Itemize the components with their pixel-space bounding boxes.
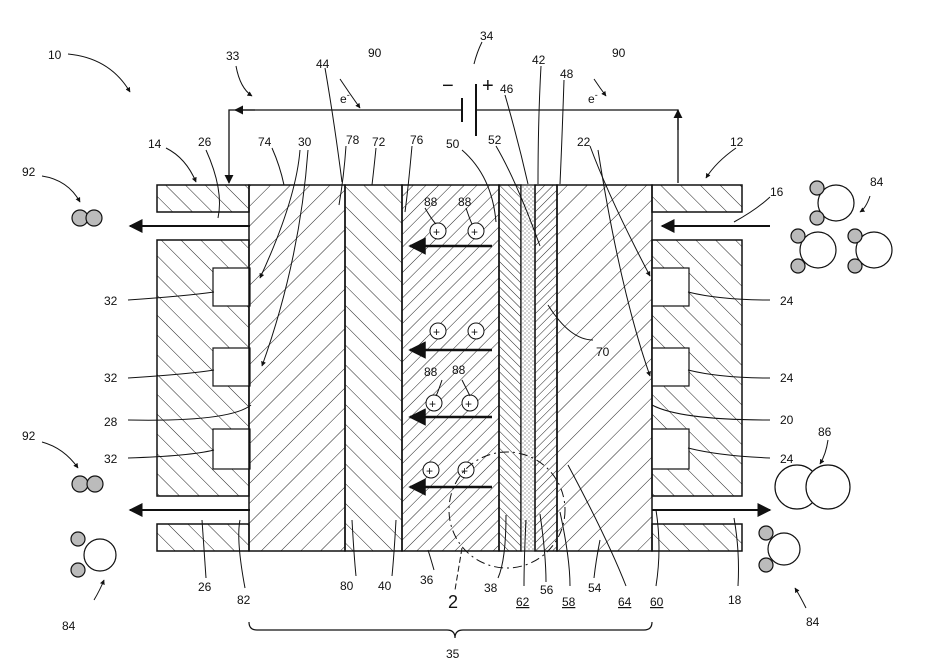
ref-26-bottom: 26 bbox=[198, 580, 212, 594]
anode-plate bbox=[157, 185, 250, 551]
ref-32-a: 32 bbox=[104, 294, 118, 308]
feed-84-top-molecule-1 bbox=[810, 181, 854, 225]
ref-88-b: 88 bbox=[458, 195, 472, 209]
ref-38: 38 bbox=[484, 581, 498, 595]
layer-52 bbox=[499, 185, 521, 551]
ref-88-a: 88 bbox=[424, 195, 438, 209]
product-92-bottom-molecule bbox=[72, 476, 103, 492]
ref-84-top: 84 bbox=[870, 175, 884, 189]
ref-24-a: 24 bbox=[780, 294, 794, 308]
ref-88-c: 88 bbox=[424, 365, 438, 379]
ion-sign: + bbox=[461, 464, 468, 478]
assembly-bracket bbox=[249, 622, 652, 638]
layer-42 bbox=[535, 185, 557, 551]
ref-26-top: 26 bbox=[198, 135, 212, 149]
ion-sign: + bbox=[471, 225, 478, 239]
ref-14: 14 bbox=[148, 137, 162, 151]
ref-40: 40 bbox=[378, 579, 392, 593]
ref-10: 10 bbox=[48, 48, 62, 62]
ref-46: 46 bbox=[500, 82, 514, 96]
ref-84-bottom-left: 84 bbox=[62, 619, 76, 633]
ref-50: 50 bbox=[446, 137, 460, 151]
ref-16: 16 bbox=[770, 185, 784, 199]
ref-32-c: 32 bbox=[104, 452, 118, 466]
ref-58: 58 bbox=[562, 595, 576, 609]
ref-24-c: 24 bbox=[780, 452, 794, 466]
ref-62: 62 bbox=[516, 595, 530, 609]
ref-72: 72 bbox=[372, 135, 386, 149]
feed-84-bottom-right-molecule bbox=[759, 526, 800, 572]
ref-42: 42 bbox=[532, 53, 546, 67]
ref-74: 74 bbox=[258, 135, 272, 149]
ion-sign: + bbox=[433, 225, 440, 239]
ref-90-right: 90 bbox=[612, 46, 626, 60]
ion-sign: + bbox=[471, 325, 478, 339]
ref-70: 70 bbox=[596, 345, 610, 359]
cathode-plate bbox=[652, 185, 742, 551]
detail-leader bbox=[455, 548, 462, 590]
product-92-top-molecule bbox=[72, 210, 102, 226]
polarity-minus: − bbox=[442, 75, 454, 97]
ref-36: 36 bbox=[420, 573, 434, 587]
ref-56: 56 bbox=[540, 583, 554, 597]
ref-60: 60 bbox=[650, 595, 664, 609]
layer-72 bbox=[345, 185, 402, 551]
ref-76: 76 bbox=[410, 133, 424, 147]
ref-12: 12 bbox=[730, 135, 744, 149]
ref-20: 20 bbox=[780, 413, 794, 427]
external-circuit bbox=[229, 84, 678, 183]
ref-64: 64 bbox=[618, 595, 632, 609]
ref-92-bottom: 92 bbox=[22, 429, 36, 443]
ref-44: 44 bbox=[316, 57, 330, 71]
ref-34: 34 bbox=[480, 29, 494, 43]
ref-84-bottom-right: 84 bbox=[806, 615, 820, 629]
ref-86: 86 bbox=[818, 425, 832, 439]
layer-46 bbox=[521, 185, 535, 551]
feed-84-bottom-left-molecule bbox=[71, 532, 116, 577]
ref-54: 54 bbox=[588, 581, 602, 595]
ref-22: 22 bbox=[577, 135, 591, 149]
ref-30: 30 bbox=[298, 135, 312, 149]
ref-80: 80 bbox=[340, 579, 354, 593]
feed-84-top-molecule-2 bbox=[791, 229, 836, 273]
ref-90-left: 90 bbox=[368, 46, 382, 60]
feed-84-top-molecule-3 bbox=[848, 229, 892, 273]
ref-48: 48 bbox=[560, 67, 574, 81]
ref-18: 18 bbox=[728, 593, 742, 607]
product-86-molecule bbox=[775, 465, 850, 509]
ref-2: 2 bbox=[448, 592, 458, 612]
ion-sign: + bbox=[429, 397, 436, 411]
ref-52: 52 bbox=[488, 133, 502, 147]
layer-74 bbox=[249, 185, 345, 551]
ref-88-d: 88 bbox=[452, 363, 466, 377]
ion-sign: + bbox=[426, 464, 433, 478]
ref-28: 28 bbox=[104, 415, 118, 429]
ref-24-b: 24 bbox=[780, 371, 794, 385]
ion-sign: + bbox=[465, 397, 472, 411]
ref-33: 33 bbox=[226, 49, 240, 63]
ref-35: 35 bbox=[446, 647, 460, 661]
ref-92-top: 92 bbox=[22, 165, 36, 179]
ref-82: 82 bbox=[237, 593, 251, 607]
layer-48 bbox=[557, 185, 652, 551]
electron-label-right: e- bbox=[588, 90, 598, 106]
ref-78: 78 bbox=[346, 133, 360, 147]
ref-32-b: 32 bbox=[104, 371, 118, 385]
ion-sign: + bbox=[433, 325, 440, 339]
polarity-plus: + bbox=[482, 75, 494, 97]
electron-label-left: e- bbox=[340, 90, 350, 106]
